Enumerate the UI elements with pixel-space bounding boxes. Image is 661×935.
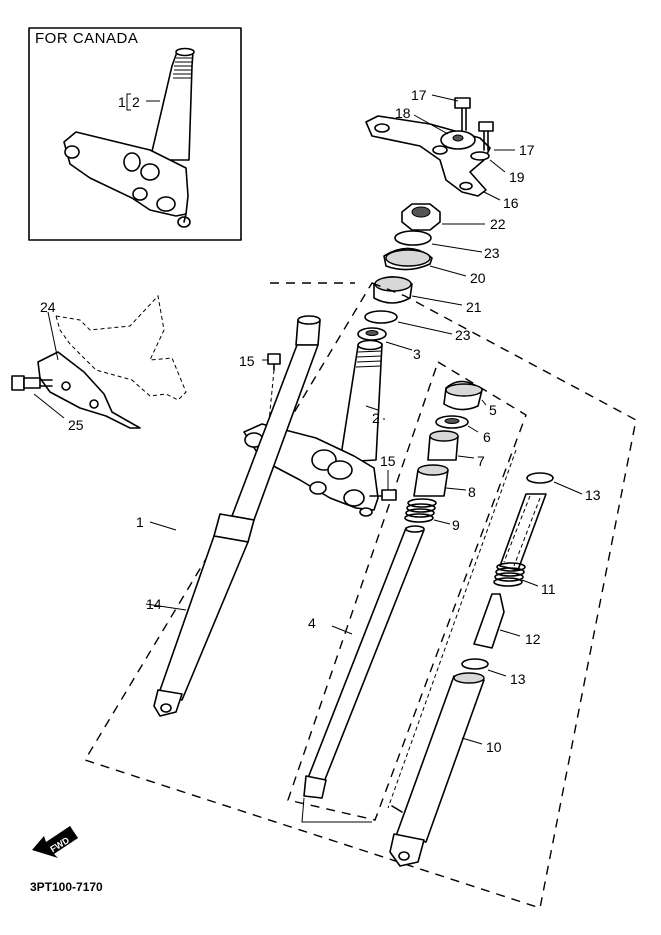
canada-inset: FOR CANADA 1 2 xyxy=(28,27,242,241)
label-1: 1 xyxy=(136,514,144,530)
label-10: 10 xyxy=(486,739,502,755)
oring-13-upper xyxy=(526,472,554,484)
bolt-17-head xyxy=(454,97,471,109)
label-22: 22 xyxy=(490,216,506,232)
outer-tube-14 xyxy=(157,535,249,701)
oring-13-lower xyxy=(461,658,489,670)
lock-washer-23-lower xyxy=(364,310,398,324)
bolt-17-right xyxy=(478,121,494,132)
label-25: 25 xyxy=(68,417,84,433)
bolt-15-top xyxy=(267,353,281,365)
bracket-24 xyxy=(37,351,141,429)
inset-under-bracket xyxy=(63,131,189,217)
fork-internal-stack xyxy=(303,380,487,799)
label-13-lower: 13 xyxy=(510,671,526,687)
label-23-lower: 23 xyxy=(455,327,471,343)
inner-tube-4 xyxy=(307,527,425,783)
label-16: 16 xyxy=(503,195,519,211)
fork-leg-left xyxy=(145,315,321,717)
inset-callout-1: 1 xyxy=(118,94,126,110)
label-11: 11 xyxy=(541,581,556,597)
label-20: 20 xyxy=(470,270,486,286)
group-leader xyxy=(301,797,372,823)
inner-tube-group-boundary xyxy=(287,360,527,821)
fork-damper-group xyxy=(387,449,583,867)
inset-title: FOR CANADA xyxy=(35,30,138,47)
label-4: 4 xyxy=(308,615,316,631)
bolt-25 xyxy=(11,375,25,391)
label-23-upper: 23 xyxy=(484,245,500,261)
label-21: 21 xyxy=(466,299,482,315)
inset-frame xyxy=(28,27,242,241)
label-19: 19 xyxy=(509,169,525,185)
label-15-top: 15 xyxy=(239,353,255,369)
label-8: 8 xyxy=(468,484,476,500)
part-labels: 17 18 17 19 16 22 23 20 21 23 3 24 25 15… xyxy=(40,87,601,755)
label-15-side: 15 xyxy=(380,453,396,469)
label-12: 12 xyxy=(525,631,541,647)
label-14: 14 xyxy=(146,596,162,612)
inset-callout-2: 2 xyxy=(132,94,140,110)
outer-tube-10 xyxy=(395,675,485,843)
label-17-top: 17 xyxy=(411,87,427,103)
washer-19 xyxy=(470,151,490,161)
bolt-15-side xyxy=(381,489,397,501)
label-3: 3 xyxy=(413,346,421,362)
label-9: 9 xyxy=(452,517,460,533)
label-18: 18 xyxy=(395,105,411,121)
label-6: 6 xyxy=(483,429,491,445)
label-2: 2 xyxy=(372,410,380,426)
oil-lock-piece-12 xyxy=(473,593,505,649)
fork-assembly-boundary xyxy=(83,282,637,909)
lock-washer-23-upper xyxy=(394,230,432,246)
inset-steering-stem xyxy=(149,51,194,161)
upper-bracket-assembly xyxy=(365,94,515,201)
spring-9 xyxy=(404,498,437,523)
caliper-bracket-area xyxy=(11,294,187,429)
fwd-arrow-icon: FWD xyxy=(32,826,78,858)
label-24: 24 xyxy=(40,299,56,315)
damper-rod xyxy=(499,493,547,571)
label-17-right: 17 xyxy=(519,142,535,158)
steering-bearing-stack xyxy=(357,203,485,351)
label-5: 5 xyxy=(489,402,497,418)
label-13-upper: 13 xyxy=(585,487,601,503)
diagram-code: 3PT100-7170 xyxy=(30,880,103,894)
label-7: 7 xyxy=(477,453,485,469)
spring-11 xyxy=(493,562,526,587)
